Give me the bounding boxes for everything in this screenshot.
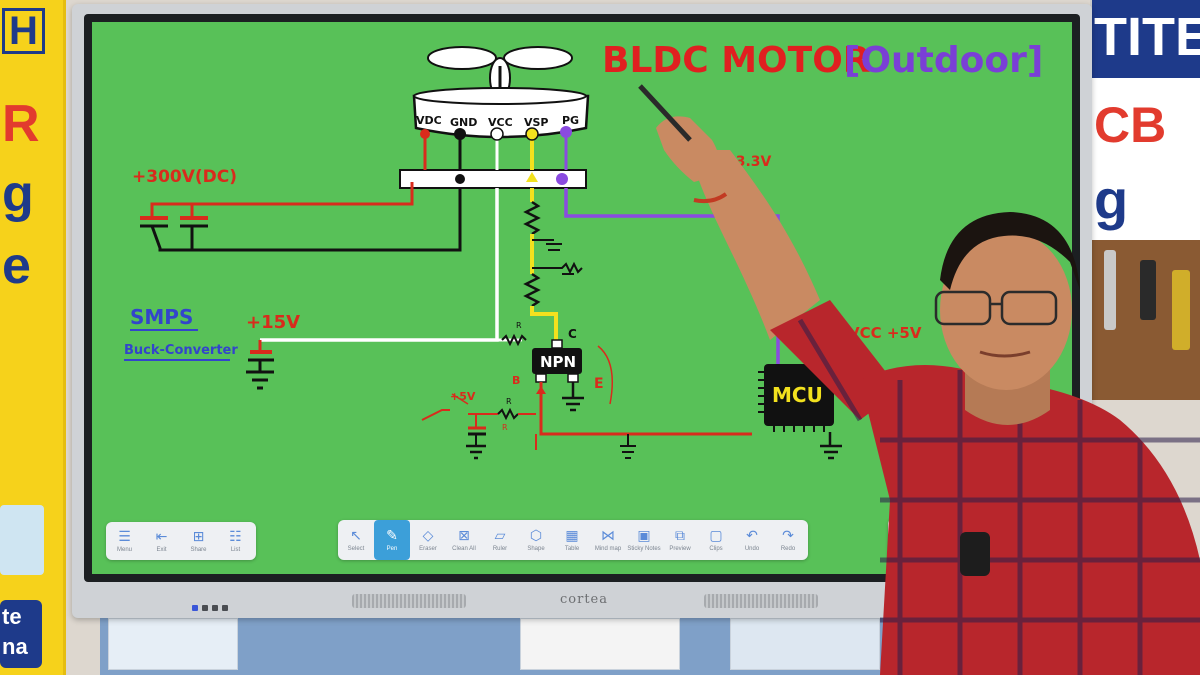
banner-text: TITE <box>1094 7 1200 67</box>
tool-ruler-button[interactable]: ▱ Ruler <box>492 527 508 552</box>
toolbar-list-button[interactable]: ☷ List <box>229 528 242 553</box>
tool-clean-all-button[interactable]: ⊠ Clean All <box>452 527 476 552</box>
npn-transistor <box>532 348 582 374</box>
tool-mind-map-button[interactable]: ⋈ Mind map <box>594 527 622 552</box>
display-brand: cortea <box>560 592 608 607</box>
board-subtitle: [Outdoor] <box>844 40 1043 81</box>
banner-letter: e <box>2 237 31 295</box>
clips-icon: ▢ <box>709 527 723 544</box>
banner-letter: g <box>2 165 34 223</box>
undo-icon: ↶ <box>746 527 758 544</box>
label-5v: +5V <box>450 390 476 403</box>
tool-table-button[interactable]: ▦ Table <box>564 527 580 552</box>
lower-poster <box>108 618 238 670</box>
label-3v3: +3.3V <box>724 154 772 170</box>
tool-redo-button[interactable]: ↷ Redo <box>780 527 796 552</box>
banner-letter: R <box>2 95 40 153</box>
label-buck-converter: Buck-Converter <box>124 343 238 358</box>
label-c: C <box>568 327 577 341</box>
label-r-1: R <box>516 321 522 330</box>
label-r-3: R <box>502 423 508 432</box>
label-vcc-5v: VCC +5V <box>848 324 922 342</box>
whiteboard-left-toolbar: ☰ Menu ⇤ Exit ⊞ Share ☷ List <box>106 522 256 560</box>
mind-map-icon: ⋈ <box>601 527 615 544</box>
front-ports <box>192 598 244 611</box>
right-banner: TITE CB g <box>1090 0 1200 240</box>
label-15v: +15V <box>246 312 300 333</box>
tool-select-button[interactable]: ↖ Select <box>347 527 365 552</box>
sticky-note-icon: ▣ <box>637 527 651 544</box>
pin-vdc: VDC <box>416 114 442 127</box>
banner-badge: te na <box>0 600 42 668</box>
pin-vcc: VCC <box>488 116 513 129</box>
label-300v-dc: +300V(DC) <box>132 167 237 187</box>
speaker-grille-right <box>704 594 818 608</box>
cursor-icon: ↖ <box>350 527 362 544</box>
tool-shape-button[interactable]: ⬡ Shape <box>527 527 545 552</box>
pin-pg: PG <box>562 114 579 127</box>
tool-preview-button[interactable]: ⧉ Preview <box>669 527 691 552</box>
toolbar-share-button[interactable]: ⊞ Share <box>190 528 207 553</box>
lower-poster <box>730 618 880 670</box>
eraser-icon: ◇ <box>422 527 434 544</box>
label-b: B <box>512 374 520 387</box>
exit-icon: ⇤ <box>155 528 168 545</box>
redo-icon: ↷ <box>782 527 794 544</box>
whiteboard-main-toolbar: ↖ Select ✎ Pen ◇ Eraser ⊠ Clean All ▱ Ru… <box>338 520 808 560</box>
tool-sticky-notes-button[interactable]: ▣ Sticky Notes <box>627 527 661 552</box>
menu-icon: ☰ <box>118 528 131 545</box>
tool-undo-button[interactable]: ↶ Undo <box>744 527 760 552</box>
banner-text: g <box>1094 168 1129 231</box>
circuit-diagram: BLDC MOTOR [Outdoor] VDC GND VCC VSP PG <box>124 40 1043 460</box>
motor-body-drawing <box>412 87 590 139</box>
clean-all-icon: ⊠ <box>458 527 470 544</box>
left-banner: H R g e te na <box>0 0 66 675</box>
preview-icon: ⧉ <box>675 527 685 544</box>
whiteboard-right-toolbar[interactable] <box>888 518 928 558</box>
banner-device-image <box>0 505 44 575</box>
tool-eraser-button[interactable]: ◇ Eraser <box>419 527 437 552</box>
wall-shelf <box>1090 240 1200 400</box>
tool-pen-button[interactable]: ✎ Pen <box>374 520 410 560</box>
fan-blades-drawing <box>427 46 573 99</box>
lower-poster <box>520 618 680 670</box>
ruler-icon: ▱ <box>494 527 506 544</box>
pin-vsp: VSP <box>524 116 549 129</box>
share-icon: ⊞ <box>192 528 205 545</box>
shape-icon: ⬡ <box>529 527 543 544</box>
label-smps: SMPS <box>130 305 193 329</box>
list-icon: ☷ <box>229 528 242 545</box>
tool-clips-button[interactable]: ▢ Clips <box>709 527 723 552</box>
pin-gnd: GND <box>450 116 477 129</box>
board-title: BLDC MOTOR <box>602 40 871 81</box>
label-r-2: R <box>506 397 512 406</box>
label-e: E <box>594 376 604 392</box>
pen-icon: ✎ <box>386 527 398 544</box>
banner-text: CB <box>1094 97 1167 153</box>
toolbar-exit-button[interactable]: ⇤ Exit <box>155 528 168 553</box>
toolbar-menu-button[interactable]: ☰ Menu <box>116 528 132 553</box>
whiteboard-canvas[interactable]: BLDC MOTOR [Outdoor] VDC GND VCC VSP PG <box>92 22 1072 574</box>
table-icon: ▦ <box>565 527 579 544</box>
banner-letter: H <box>2 8 45 54</box>
speaker-grille-left <box>352 594 466 608</box>
label-mcu: MCU <box>772 383 823 407</box>
label-npn: NPN <box>540 353 576 371</box>
